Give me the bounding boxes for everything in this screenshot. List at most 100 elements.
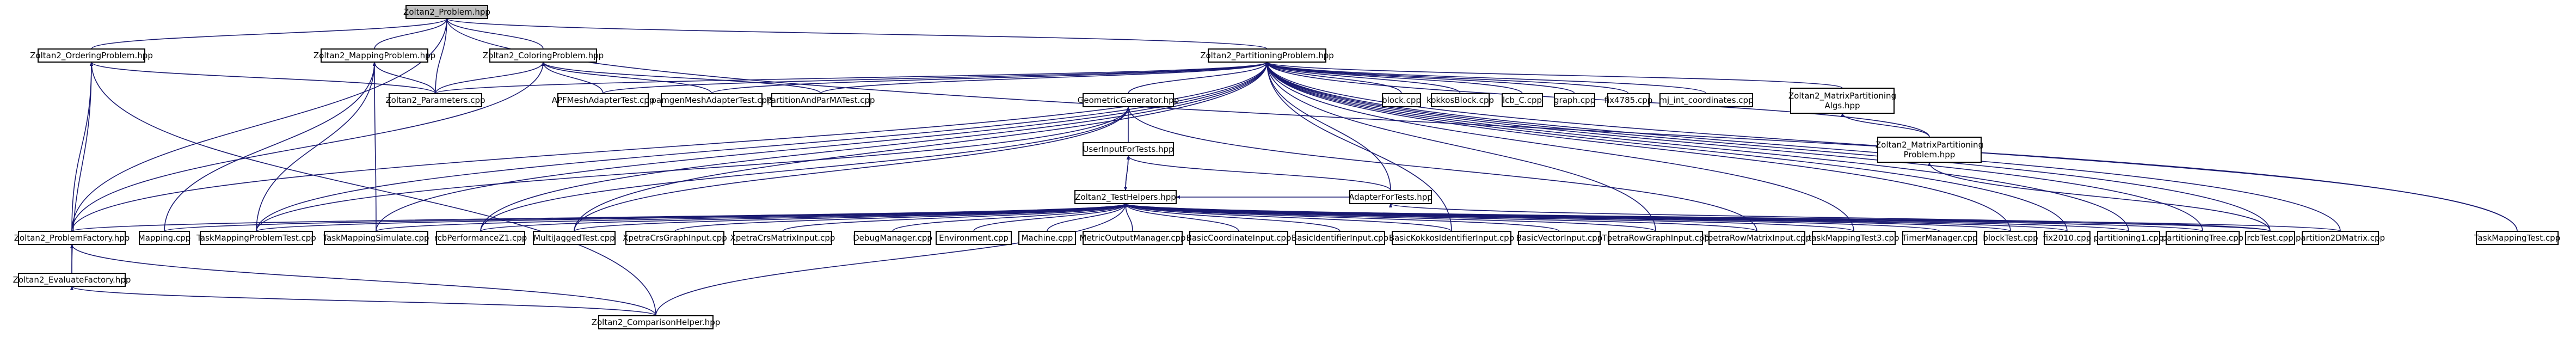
node-xpetracrsgraph-label: XpetraCrsGraphInput.cpp (623, 233, 727, 243)
node-adapterfortests[interactable]: AdapterForTests.hpp (1349, 190, 1433, 204)
node-kokkosblock[interactable]: kokkosBlock.cpp (1427, 93, 1494, 107)
node-matrixalgs-label: Zoltan2_MatrixPartitioning (1788, 91, 1896, 101)
node-partitioning[interactable]: Zoltan2_PartitioningProblem.hpp (1200, 48, 1334, 63)
node-multijagged[interactable]: MultiJaggedTest.cpp (533, 231, 616, 245)
node-blocktest[interactable]: blockTest.cpp (1983, 231, 2038, 245)
node-basiccoord-box (1189, 231, 1288, 245)
node-userinput[interactable]: UserInputForTests.hpp (1083, 142, 1174, 156)
edge-partandparma-to-partitioning (820, 62, 1269, 94)
node-evaluatefactory[interactable]: Zoltan2_EvaluateFactory.hpp (13, 273, 131, 287)
edge-partitioning-to-problem (445, 18, 1268, 50)
edge-rcbtest-to-matrixprob (1927, 162, 2271, 232)
node-problem-label: Zoltan2_Problem.hpp (403, 7, 490, 17)
node-debugmanager-box (854, 231, 931, 245)
node-machine-box (1018, 231, 1076, 245)
node-pamgen[interactable]: pamgenMeshAdapterTest.cpp (651, 93, 772, 107)
node-basickokkos[interactable]: BasicKokkosIdentifierInput.cpp (1389, 231, 1514, 245)
node-metricoutput[interactable]: MetricOutputManager.cpp (1079, 231, 1186, 245)
node-partition2dmatrix[interactable]: partition2DMatrix.cpp (2296, 231, 2385, 245)
node-ordering-box (38, 48, 145, 63)
node-taskmappingproblem-box (200, 231, 313, 245)
edge-fix4785-to-partitioning (1265, 62, 1629, 94)
node-tpetrarowmatrix[interactable]: TpetraRowMatrixInput.cpp (1702, 231, 1811, 245)
edge-basicvector-to-testhelpers (1124, 203, 1560, 232)
node-basicident[interactable]: BasicIdentifierInput.cpp (1292, 231, 1388, 245)
node-taskmappingsim-label: TaskMappingSimulate.cpp (322, 233, 429, 243)
node-fix4785[interactable]: fix4785.cpp (1604, 93, 1653, 107)
node-tpetrarowgraph[interactable]: TpetraRowGraphInput.cpp (1601, 231, 1710, 245)
node-geomgen[interactable]: GeometricGenerator.hpp (1078, 93, 1179, 107)
node-partitioning-label: Zoltan2_PartitioningProblem.hpp (1200, 51, 1334, 61)
edge-xpetracrsgraph-to-testhelpers (674, 203, 1127, 232)
node-partitioning1[interactable]: partitioning1.cpp (2094, 231, 2163, 245)
node-block[interactable]: block.cpp (1382, 93, 1421, 107)
edge-matrixalgs-to-partitioning (1265, 62, 1843, 89)
node-taskmappingproblem[interactable]: TaskMappingProblemTest.cpp (196, 231, 316, 245)
node-mappingcpp[interactable]: Mapping.cpp (138, 231, 190, 245)
node-parameters[interactable]: Zoltan2_Parameters.cpp (385, 93, 485, 107)
node-kokkosblock-box (1431, 93, 1490, 107)
node-coloring[interactable]: Zoltan2_ColoringProblem.hpp (483, 48, 604, 63)
node-lcb_c-box (1502, 93, 1543, 107)
node-environment-label: Environment.cpp (939, 233, 1009, 243)
node-apf[interactable]: APFMeshAdapterTest.cpp (552, 93, 655, 107)
node-machine[interactable]: Machine.cpp (1018, 231, 1076, 245)
file-nodes: Zoltan2_Problem.hppZoltan2_OrderingProbl… (13, 5, 2560, 329)
node-matrixprob-label: Problem.hpp (1904, 150, 1956, 160)
node-basicvector[interactable]: BasicVectorInput.cpp (1516, 231, 1602, 245)
node-taskmapping3[interactable]: taskMappingTest3.cpp (1808, 231, 1899, 245)
edge-rcbperf-to-partitioning (480, 62, 1269, 232)
node-taskmappingtest-label: TaskMappingTest.cpp (2474, 233, 2560, 243)
node-taskmappingproblem-label: TaskMappingProblemTest.cpp (196, 233, 316, 243)
node-timermanager[interactable]: TimerManager.cpp (1901, 231, 1978, 245)
node-fix2010[interactable]: fix2010.cpp (2043, 231, 2092, 245)
node-userinput-box (1083, 142, 1174, 156)
node-debugmanager[interactable]: DebugManager.cpp (853, 231, 932, 245)
node-basiccoord[interactable]: BasicCoordinateInput.cpp (1186, 231, 1292, 245)
node-comparisonhelper[interactable]: Zoltan2_ComparisonHelper.hpp (592, 315, 721, 329)
node-partandparma[interactable]: PartitionAndParMATest.cpp (766, 93, 875, 107)
edge-parameters-to-mapping (372, 62, 436, 94)
node-mj_int[interactable]: mj_int_coordinates.cpp (1659, 93, 1754, 107)
node-evaluatefactory-label: Zoltan2_EvaluateFactory.hpp (13, 275, 131, 285)
node-basiccoord-label: BasicCoordinateInput.cpp (1186, 233, 1292, 243)
node-environment-box (936, 231, 1012, 245)
node-debugmanager-label: DebugManager.cpp (853, 233, 932, 243)
edge-parameters-to-ordering (89, 62, 436, 94)
node-rcbtest-box (2245, 231, 2295, 245)
edge-debugmanager-to-testhelpers (892, 203, 1128, 232)
edge-adapterfortests-to-userinput (1126, 155, 1391, 191)
edge-mappingcpp-to-mapping (164, 62, 377, 232)
node-parameters-box (389, 93, 482, 107)
edge-coloring-to-problem (445, 18, 544, 50)
edge-xpetracrsmatrix-to-testhelpers (782, 203, 1128, 232)
node-ordering[interactable]: Zoltan2_OrderingProblem.hpp (30, 48, 153, 63)
node-fix2010-box (2044, 231, 2091, 245)
edge-geomgen-to-partitioning (1128, 62, 1269, 94)
node-testhelpers[interactable]: Zoltan2_TestHelpers.hpp (1074, 190, 1177, 204)
node-xpetracrsgraph[interactable]: XpetraCrsGraphInput.cpp (623, 231, 727, 245)
node-rcbperf[interactable]: rcbPerformanceZ1.cpp (434, 231, 527, 245)
edge-mapping-to-problem (374, 18, 449, 50)
node-partition2dmatrix-label: partition2DMatrix.cpp (2296, 233, 2385, 243)
edge-basickokkos-to-testhelpers (1123, 203, 1452, 232)
node-mapping[interactable]: Zoltan2_MappingProblem.hpp (313, 48, 435, 63)
edge-problemfactory-to-testhelpers (71, 203, 1127, 232)
edge-partition2dmatrix-to-testhelpers (1124, 203, 2341, 232)
edge-fix2010-to-partitioning (1265, 62, 2068, 232)
node-graph[interactable]: graph.cpp (1554, 93, 1595, 107)
node-taskmappingsim[interactable]: TaskMappingSimulate.cpp (322, 231, 429, 245)
node-partitioningtree[interactable]: partitioningTree.cpp (2162, 231, 2243, 245)
node-fix2010-label: fix2010.cpp (2043, 233, 2092, 243)
node-taskmappingtest[interactable]: TaskMappingTest.cpp (2474, 231, 2560, 245)
node-problemfactory[interactable]: Zoltan2_ProblemFactory.hpp (14, 231, 130, 245)
node-coloring-label: Zoltan2_ColoringProblem.hpp (483, 51, 604, 61)
node-metricoutput-box (1083, 231, 1183, 245)
node-environment[interactable]: Environment.cpp (936, 231, 1012, 245)
node-lcb_c[interactable]: lcb_C.cpp (1502, 93, 1543, 107)
node-rcbtest[interactable]: rcbTest.cpp (2245, 231, 2295, 245)
node-xpetracrsmatrix[interactable]: XpetraCrsMatrixInput.cpp (730, 231, 835, 245)
node-taskmapping3-label: taskMappingTest3.cpp (1808, 233, 1899, 243)
